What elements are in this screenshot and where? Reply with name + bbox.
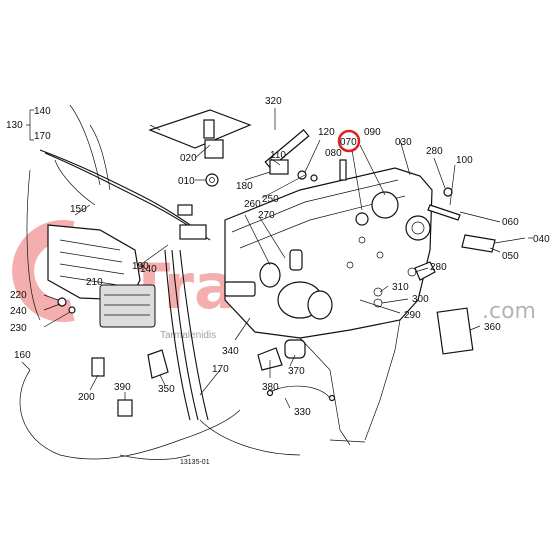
callout-120: 120 [318,127,335,138]
watermark-sub: Tarmalenidis [160,330,216,341]
drawing-reference: 13135-01 [180,459,210,466]
callout-090: 090 [364,127,381,138]
top-parts [148,109,496,355]
watermark-domain: .com [482,299,536,324]
callout-180: 180 [236,181,253,192]
callout-330: 330 [294,407,311,418]
callout-080: 080 [325,148,342,159]
callout-260: 260 [244,199,261,210]
callout-380: 380 [262,382,279,393]
callout-320: 320 [265,96,282,107]
callout-210: 210 [86,277,103,288]
callout-220: 220 [10,290,27,301]
leader-lines [21,108,526,409]
regulator-box [99,284,156,328]
callout-200: 200 [78,392,95,403]
wiring-harness [19,104,301,460]
callout-350: 350 [158,384,175,395]
callout-250: 250 [262,194,279,205]
callout-030: 030 [395,137,412,148]
callout-310: 310 [392,282,409,293]
callout-230: 230 [10,323,27,334]
callout-270: 270 [258,210,275,221]
highlight-circle [337,129,361,153]
callout-130: 130 [6,120,23,131]
callout-290: 290 [404,310,421,321]
connector-block [179,224,207,240]
callout-140-b: 140 [140,264,157,275]
callout-370: 370 [288,366,305,377]
regulator-assembly [47,224,156,328]
callout-280: 280 [426,146,443,157]
callout-150: 150 [70,204,87,215]
callout-050: 050 [502,251,519,262]
callout-360: 360 [484,322,501,333]
lower-parts [91,339,336,417]
dashboard-panel [224,167,433,446]
callout-190: 190 [132,261,149,272]
callout-100: 100 [456,155,473,166]
callout-300: 300 [412,294,429,305]
callout-170: 170 [34,131,51,142]
callout-070: 070 [340,137,357,148]
callout-020: 020 [180,153,197,164]
callout-170-b: 170 [212,364,229,375]
callout-060: 060 [502,217,519,228]
callout-280-b: 280 [430,262,447,273]
callout-110: 110 [270,150,286,161]
callout-340: 340 [222,346,239,357]
callout-140: 140 [34,106,51,117]
callout-240: 240 [10,306,27,317]
callouts: 130 140 170 320 110 120 070 090 030 280 … [6,96,550,466]
callout-040: 040 [533,234,550,245]
callout-390: 390 [114,382,131,393]
callout-010: 010 [178,176,195,187]
callout-160: 160 [14,350,31,361]
